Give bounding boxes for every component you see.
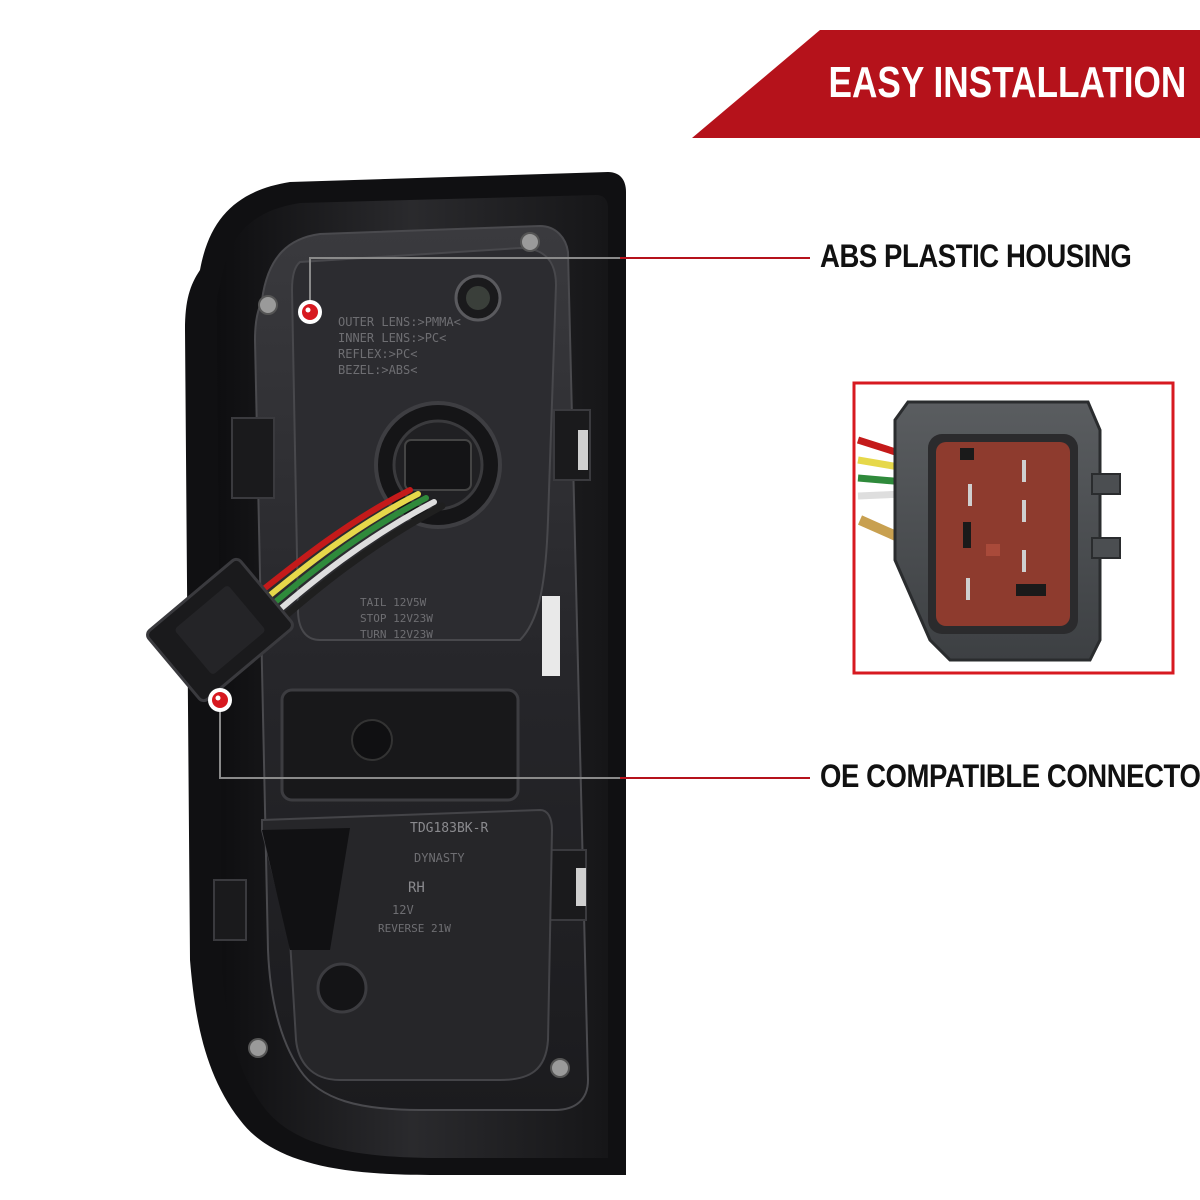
- banner-shape: [692, 30, 1200, 138]
- housing-embossed-text: OUTER LENS:>PMMA< INNER LENS:>PC< REFLEX…: [338, 315, 488, 935]
- callout-line-connector: [219, 700, 810, 779]
- brand-mark: DYNASTY: [414, 851, 465, 865]
- callout-label-housing: ABS PLASTIC HOUSING: [820, 238, 1132, 274]
- bulb-spec-3: TURN 12V23W: [360, 628, 433, 641]
- callout-dot-connector: [208, 688, 232, 712]
- callout-dot-housing: [298, 300, 322, 324]
- tail-light-housing: [185, 172, 626, 1175]
- material-line-1: OUTER LENS:>PMMA<: [338, 315, 461, 329]
- material-line-4: BEZEL:>ABS<: [338, 363, 417, 377]
- material-line-2: INNER LENS:>PC<: [338, 331, 446, 345]
- callout-label-connector: OE COMPATIBLE CONNECTOR: [820, 758, 1200, 794]
- side-mark: RH: [408, 880, 425, 896]
- banner-title: EASY INSTALLATION: [828, 58, 1186, 107]
- part-number: TDG183BK-R: [410, 821, 488, 836]
- connector-inset: [852, 381, 1175, 675]
- reverse-spec-1: 12V: [392, 903, 414, 917]
- material-line-3: REFLEX:>PC<: [338, 347, 417, 361]
- reverse-spec-2: REVERSE 21W: [378, 922, 451, 935]
- bulb-spec-1: TAIL 12V5W: [360, 596, 427, 609]
- harness-connector: [146, 557, 294, 703]
- bulb-spec-2: STOP 12V23W: [360, 612, 433, 625]
